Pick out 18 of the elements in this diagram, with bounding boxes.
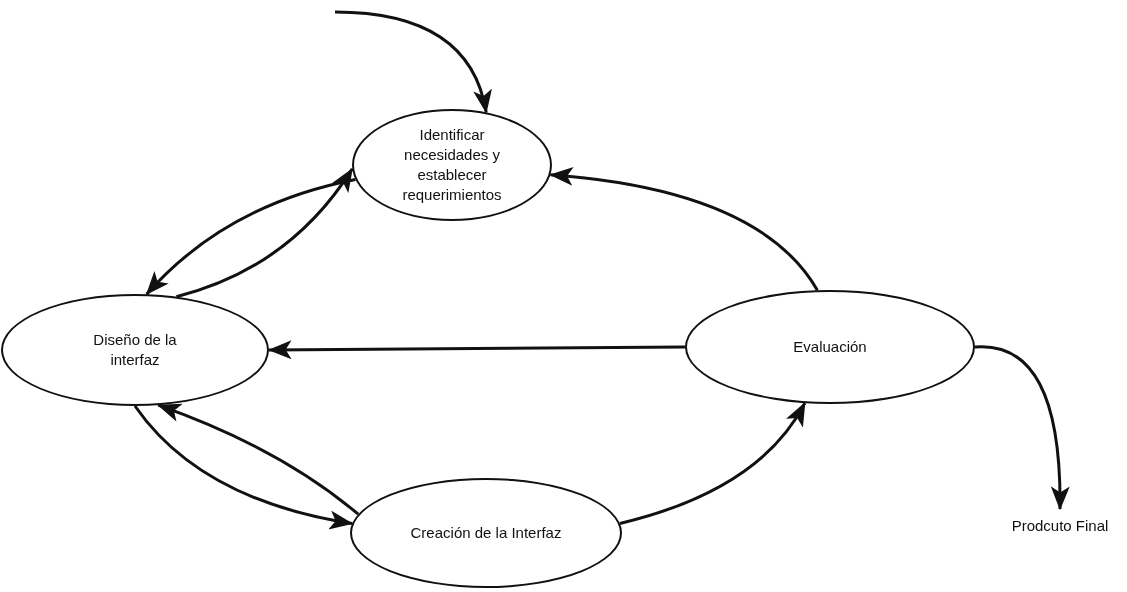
arrow — [619, 402, 807, 525]
arrow — [176, 167, 354, 299]
node-label: Creación de la Interfaz — [410, 522, 562, 543]
process-ellipse — [350, 478, 622, 588]
node-label: Prodcuto Final — [998, 513, 1122, 537]
node-label: Identificar necesidades y establecer requerimientos — [401, 124, 503, 206]
arrow — [334, 10, 491, 114]
arrow — [145, 178, 356, 296]
arrow — [975, 345, 1070, 511]
node-label: Evaluación — [793, 336, 867, 357]
arrow — [267, 340, 685, 360]
process-ellipse — [352, 109, 552, 221]
node-label: Diseño de la interfaz — [92, 329, 178, 370]
arrow — [157, 403, 360, 516]
process-ellipse — [685, 290, 975, 404]
process-ellipse — [1, 294, 269, 406]
arrow — [133, 405, 354, 529]
arrow — [549, 167, 819, 292]
